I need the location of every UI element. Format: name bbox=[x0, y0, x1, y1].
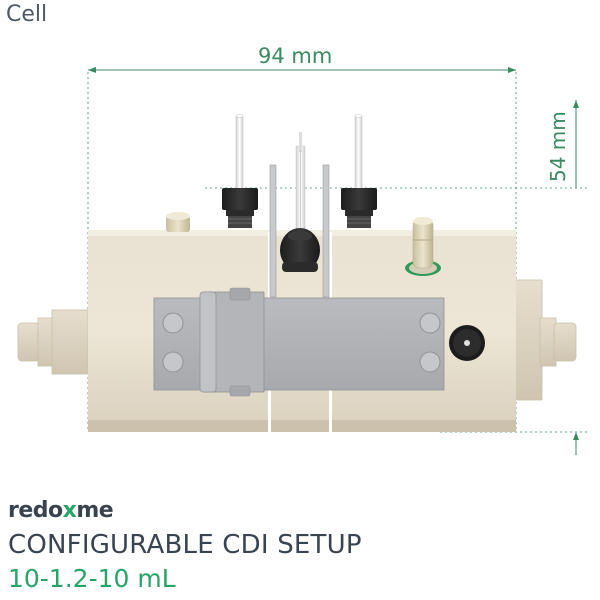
black-caps bbox=[222, 188, 377, 272]
height-dimension-text: 54 mm bbox=[546, 111, 570, 182]
electrode-plates bbox=[269, 164, 330, 298]
page-label: Cell bbox=[6, 2, 48, 27]
brand-prefix: redo bbox=[8, 498, 63, 523]
side-connector bbox=[449, 325, 485, 361]
left-fitting bbox=[17, 309, 89, 375]
product-title: CONFIGURABLE CDI SETUP bbox=[8, 530, 362, 560]
clamp-assembly bbox=[153, 287, 445, 397]
height-dimension-label: 54 mm bbox=[546, 111, 570, 182]
brand-suffix: me bbox=[76, 498, 114, 523]
right-fitting bbox=[513, 279, 577, 401]
white-rods bbox=[235, 114, 363, 235]
sampling-port bbox=[405, 217, 441, 276]
width-dimension-label: 94 mm bbox=[258, 44, 333, 68]
brand-logo: redoxme bbox=[8, 498, 114, 523]
top-nub bbox=[166, 212, 190, 232]
product-volume: 10-1.2-10 mL bbox=[8, 564, 176, 593]
brand-mark: x bbox=[62, 498, 77, 523]
